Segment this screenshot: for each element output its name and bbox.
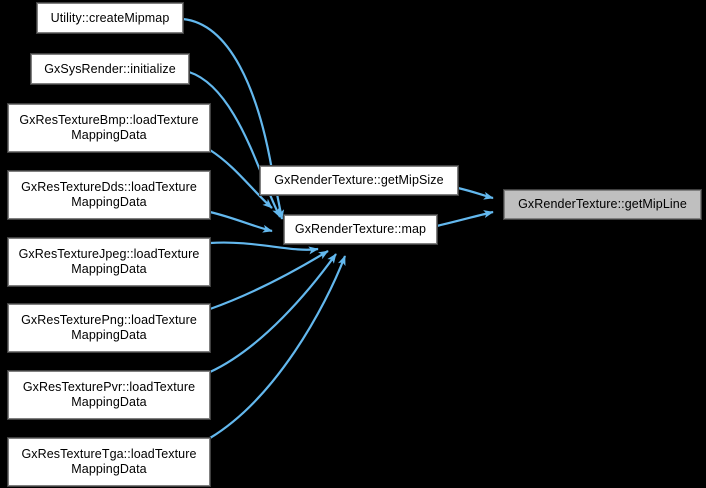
- node-gxrestexturetga-loadtexturemappingdata[interactable]: GxResTextureTga::loadTexture MappingData: [7, 437, 211, 487]
- node-gxrestexturedds-loadtexturemappingdata[interactable]: GxResTextureDds::loadTexture MappingData: [7, 170, 211, 220]
- node-gxrendertexture-map[interactable]: GxRenderTexture::map: [283, 214, 438, 245]
- node-label: Utility::createMipmap: [50, 10, 170, 25]
- edge-dds-to-map: [209, 210, 273, 233]
- node-gxrendertexture-getmipline[interactable]: GxRenderTexture::getMipLine: [503, 189, 702, 220]
- node-label: GxResTextureJpeg::loadTexture MappingDat…: [18, 247, 200, 276]
- edge-png-to-map: [209, 250, 329, 311]
- edge-tga-to-map: [209, 255, 347, 439]
- node-label: GxSysRender::initialize: [44, 61, 176, 76]
- node-label: GxResTextureDds::loadTexture MappingData: [21, 180, 197, 209]
- edge-map-to-getMipLine: [436, 210, 494, 228]
- node-gxrendertexture-getmipsize[interactable]: GxRenderTexture::getMipSize: [259, 165, 459, 196]
- node-gxrestexturepng-loadtexturemappingdata[interactable]: GxResTexturePng::loadTexture MappingData: [7, 303, 211, 353]
- node-label: GxRenderTexture::map: [294, 222, 427, 236]
- node-label: GxResTexturePng::loadTexture MappingData: [21, 313, 197, 342]
- node-gxrestexturebmp-loadtexturemappingdata[interactable]: GxResTextureBmp::loadTexture MappingData: [7, 103, 211, 153]
- node-gxsysrender-initialize[interactable]: GxSysRender::initialize: [30, 53, 190, 85]
- node-label: GxResTexturePvr::loadTexture MappingData: [22, 380, 196, 409]
- node-utility-createmipmap[interactable]: Utility::createMipmap: [36, 2, 184, 34]
- node-label: GxRenderTexture::getMipLine: [518, 197, 687, 211]
- node-gxrestexturejpeg-loadtexturemappingdata[interactable]: GxResTextureJpeg::loadTexture MappingDat…: [7, 237, 211, 287]
- edge-pvr-to-map: [209, 253, 337, 373]
- edge-getMipSize-to-getMipLine: [457, 186, 494, 200]
- node-gxrestexturepvr-loadtexturemappingdata[interactable]: GxResTexturePvr::loadTexture MappingData: [7, 370, 211, 420]
- node-label: GxResTextureBmp::loadTexture MappingData: [19, 113, 199, 142]
- node-label: GxRenderTexture::getMipSize: [274, 173, 444, 187]
- node-label: GxResTextureTga::loadTexture MappingData: [21, 447, 197, 476]
